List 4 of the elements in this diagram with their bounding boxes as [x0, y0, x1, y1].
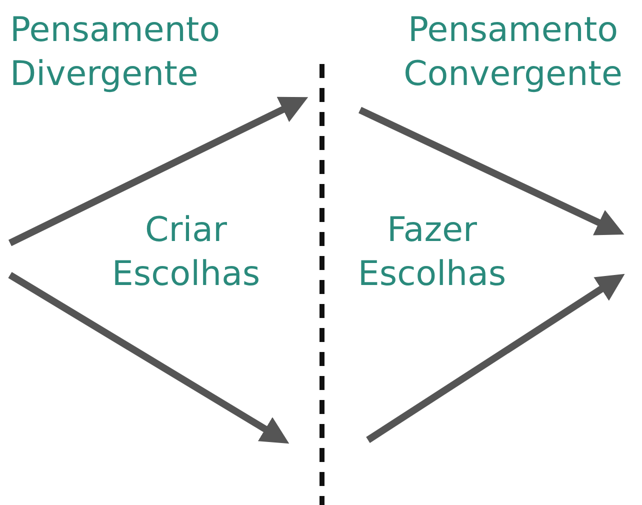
heading-text: Pensamento Convergente: [404, 9, 622, 96]
heading-text: Fazer Escolhas: [358, 209, 506, 296]
heading-text: Criar Escolhas: [112, 209, 260, 296]
heading-text: Pensamento Divergente: [10, 9, 220, 96]
